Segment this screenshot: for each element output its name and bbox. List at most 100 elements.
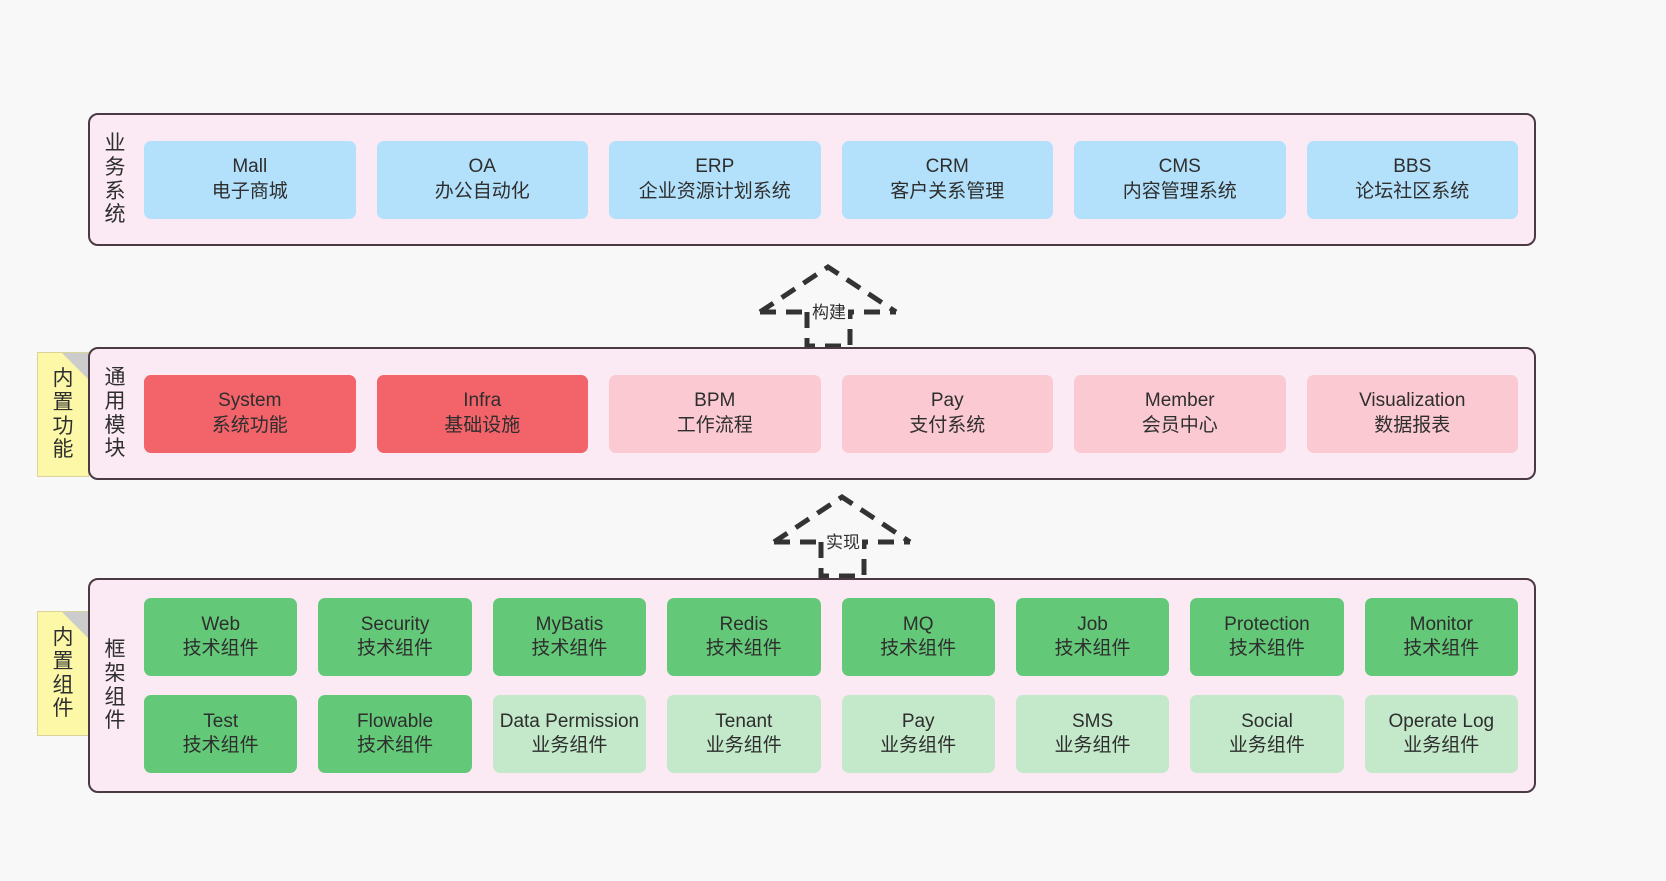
node-subtitle: 技术组件: [182, 638, 259, 659]
node-mall[interactable]: Mall 电子商城: [144, 140, 356, 219]
generalization-shaft: [818, 542, 867, 579]
node-title: SMS: [1071, 710, 1114, 732]
layer-row: Test 技术组件 Flowable 技术组件 Data Permission …: [144, 695, 1518, 773]
connector-build: 构建: [755, 262, 905, 349]
node-cms[interactable]: CMS 内容管理系统: [1074, 140, 1286, 219]
node-protection[interactable]: Protection 技术组件: [1190, 598, 1344, 676]
node-subtitle: 基础设施: [444, 414, 521, 436]
node-title: MQ: [902, 613, 934, 635]
node-bbs[interactable]: BBS 论坛社区系统: [1306, 140, 1518, 219]
node-member[interactable]: Member 会员中心: [1074, 374, 1286, 453]
node-subtitle: 会员中心: [1141, 414, 1218, 436]
layer-body-framework-components: Web 技术组件 Security 技术组件 MyBatis 技术组件 Redi…: [134, 598, 1534, 773]
node-title: System: [218, 390, 282, 412]
node-subtitle: 数据报表: [1374, 414, 1451, 436]
node-subtitle: 业务组件: [531, 735, 608, 756]
node-subtitle: 业务组件: [1403, 735, 1480, 756]
node-mq[interactable]: MQ 技术组件: [841, 598, 995, 676]
note-builtin-component: 内置组件: [37, 611, 89, 736]
node-title: Job: [1077, 613, 1108, 635]
node-subtitle: 业务组件: [1228, 735, 1305, 756]
node-job[interactable]: Job 技术组件: [1015, 598, 1170, 676]
layer-row: System 系统功能 Infra 基础设施 BPM 工作流程 Pay 支付系统…: [144, 374, 1518, 453]
layer-title-framework-components: 框架组件: [104, 638, 126, 733]
node-crm[interactable]: CRM 客户关系管理: [841, 140, 1053, 219]
layer-common-modules: 通用模块 System 系统功能 Infra 基础设施 BPM 工作流程 Pay…: [88, 347, 1536, 480]
node-subtitle: 技术组件: [1228, 638, 1305, 659]
node-sms[interactable]: SMS 业务组件: [1015, 695, 1170, 773]
layer-row: Mall 电子商城 OA 办公自动化 ERP 企业资源计划系统 CRM 客户关系…: [144, 140, 1518, 219]
node-subtitle: 业务组件: [1054, 735, 1131, 756]
node-title: Security: [360, 613, 430, 635]
node-title: Member: [1144, 390, 1215, 412]
node-title: Redis: [719, 613, 769, 635]
folded-corner-icon: [62, 612, 88, 638]
node-subtitle: 技术组件: [182, 735, 259, 756]
node-subtitle: 内容管理系统: [1122, 180, 1237, 202]
node-flowable[interactable]: Flowable 技术组件: [318, 695, 472, 773]
layer-title-business-systems: 业务系统: [104, 132, 126, 227]
node-title: CMS: [1158, 156, 1201, 178]
node-title: Infra: [463, 390, 502, 412]
node-title: BPM: [694, 390, 736, 412]
node-oa[interactable]: OA 办公自动化: [376, 140, 588, 219]
node-title: Pay: [930, 390, 964, 412]
node-title: Visualization: [1359, 390, 1466, 412]
node-subtitle: 企业资源计划系统: [638, 180, 791, 202]
node-subtitle: 技术组件: [357, 735, 434, 756]
node-title: Operate Log: [1388, 710, 1495, 732]
node-security[interactable]: Security 技术组件: [318, 598, 472, 676]
node-title: CRM: [925, 156, 969, 178]
layer-business-systems: 业务系统 Mall 电子商城 OA 办公自动化 ERP 企业资源计划系统 CRM…: [88, 113, 1536, 246]
connector-implement: 实现: [769, 492, 919, 579]
folded-corner-icon: [62, 353, 88, 379]
node-operate-log[interactable]: Operate Log 业务组件: [1364, 695, 1518, 773]
node-title: Social: [1241, 710, 1293, 732]
generalization-arrowhead: [772, 494, 912, 545]
node-title: Test: [203, 710, 239, 732]
node-title: Monitor: [1409, 613, 1473, 635]
node-redis[interactable]: Redis 技术组件: [667, 598, 821, 676]
generalization-shaft: [804, 312, 853, 349]
node-title: OA: [468, 156, 496, 178]
node-title: Pay: [901, 710, 935, 732]
node-subtitle: 工作流程: [676, 414, 753, 436]
node-title: Tenant: [715, 710, 773, 732]
note-label: 内置组件: [52, 626, 74, 721]
node-subtitle: 业务组件: [880, 735, 957, 756]
node-title: Protection: [1224, 613, 1310, 635]
node-title: Web: [201, 613, 241, 635]
node-subtitle: 电子商城: [211, 180, 288, 202]
node-title: Data Permission: [499, 710, 640, 732]
node-title: BBS: [1393, 156, 1432, 178]
layer-title-common-modules: 通用模块: [104, 366, 126, 461]
node-social[interactable]: Social 业务组件: [1190, 695, 1344, 773]
node-subtitle: 支付系统: [909, 414, 986, 436]
connector-build-label: 构建: [810, 298, 848, 323]
node-bpm[interactable]: BPM 工作流程: [609, 374, 821, 453]
node-subtitle: 系统功能: [211, 414, 288, 436]
node-data-permission[interactable]: Data Permission 业务组件: [492, 695, 647, 773]
node-infra[interactable]: Infra 基础设施: [376, 374, 588, 453]
node-subtitle: 客户关系管理: [890, 180, 1005, 202]
node-tenant[interactable]: Tenant 业务组件: [667, 695, 821, 773]
node-subtitle: 技术组件: [705, 638, 782, 659]
node-system[interactable]: System 系统功能: [144, 374, 356, 453]
layer-body-business-systems: Mall 电子商城 OA 办公自动化 ERP 企业资源计划系统 CRM 客户关系…: [134, 140, 1534, 219]
node-erp[interactable]: ERP 企业资源计划系统: [609, 140, 821, 219]
node-mybatis[interactable]: MyBatis 技术组件: [492, 598, 647, 676]
node-subtitle: 技术组件: [357, 638, 434, 659]
node-pay-component[interactable]: Pay 业务组件: [841, 695, 995, 773]
node-pay-module[interactable]: Pay 支付系统: [841, 374, 1053, 453]
node-subtitle: 技术组件: [1054, 638, 1131, 659]
node-monitor[interactable]: Monitor 技术组件: [1364, 598, 1518, 676]
layer-framework-components: 框架组件 Web 技术组件 Security 技术组件 MyBatis 技术组件…: [88, 578, 1536, 793]
node-test[interactable]: Test 技术组件: [144, 695, 298, 773]
node-subtitle: 技术组件: [1403, 638, 1480, 659]
node-title: Mall: [232, 156, 268, 178]
node-visualization[interactable]: Visualization 数据报表: [1306, 374, 1518, 453]
node-title: Flowable: [357, 710, 434, 732]
note-builtin-function: 内置功能: [37, 352, 89, 477]
node-web[interactable]: Web 技术组件: [144, 598, 298, 676]
